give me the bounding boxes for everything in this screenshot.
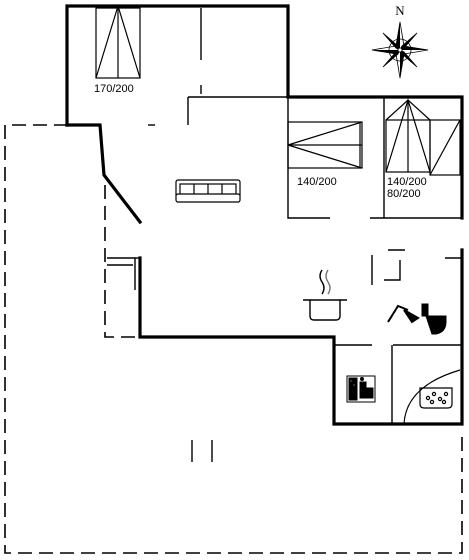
bed-label-top: 170/200	[94, 83, 134, 95]
bed-middle	[287, 121, 363, 169]
compass-north-label: N	[395, 3, 405, 18]
sofa-icon	[175, 179, 241, 203]
bed-top	[95, 3, 141, 79]
whirlpool-bath-icon	[403, 369, 461, 425]
bed-right	[385, 97, 461, 176]
entrance-frame	[107, 257, 140, 290]
compass-rose-icon	[371, 21, 429, 79]
cooking-pot-icon	[303, 269, 347, 321]
toilet-icon	[421, 303, 447, 335]
bed-label-middle: 140/200	[297, 176, 337, 188]
shower-icon	[387, 304, 420, 324]
interior-walls	[148, 8, 462, 462]
bed-label-right-extra: 80/200	[387, 188, 421, 200]
terrace-outline	[4, 124, 463, 554]
sauna-icon	[346, 375, 376, 403]
bed-label-right-main: 140/200	[387, 176, 427, 188]
exterior-walls	[65, 4, 464, 426]
